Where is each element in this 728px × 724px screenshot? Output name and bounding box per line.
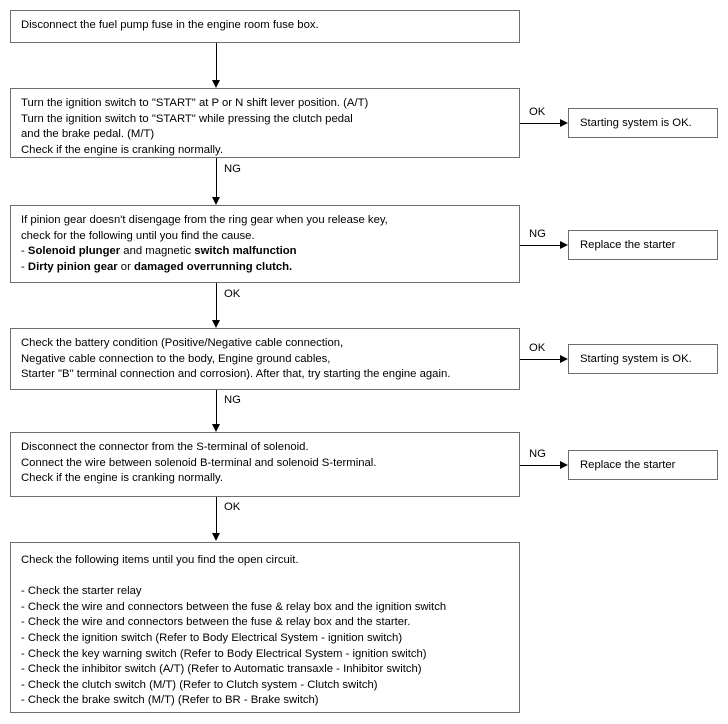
branch-connector-3: [520, 359, 566, 360]
checklist-item: - Check the starter relay: [21, 585, 142, 598]
step-line: Check the battery condition (Positive/Ne…: [21, 337, 344, 349]
flow-label-ng-2: NG: [224, 394, 241, 406]
result-box-replace-starter-1: Replace the starter: [568, 230, 718, 260]
checklist-heading: Check the following items until you find…: [21, 554, 299, 566]
branch-label-ok-2: OK: [529, 342, 546, 354]
step-box-content: Disconnect the fuel pump fuse in the eng…: [11, 11, 519, 41]
branch-connector-4: [520, 465, 566, 466]
step-line: Turn the ignition switch to "START" at P…: [21, 97, 369, 109]
step-box-content: Turn the ignition switch to "START" at P…: [11, 89, 519, 165]
checklist-item: - Check the inhibitor switch (A/T) (Refe…: [21, 663, 422, 676]
step-box-content: Disconnect the connector from the S-term…: [11, 433, 519, 494]
step-box-solenoid-s-terminal: Disconnect the connector from the S-term…: [10, 432, 520, 497]
connector-arrowhead-down: [212, 533, 220, 541]
branch-arrowhead-right: [560, 119, 568, 127]
step-box-pinion-gear: If pinion gear doesn't disengage from th…: [10, 205, 520, 283]
connector-arrowhead-down: [212, 80, 220, 88]
branch-label-ng-1: NG: [529, 228, 546, 240]
step-line: Connect the wire between solenoid B-term…: [21, 456, 377, 469]
step-box-ignition-switch: Turn the ignition switch to "START" at P…: [10, 88, 520, 158]
branch-label-ok-1: OK: [529, 106, 546, 118]
checklist-item: - Check the ignition switch (Refer to Bo…: [21, 631, 403, 644]
flow-label-ng-1: NG: [224, 163, 241, 175]
result-box-starting-ok-2: Starting system is OK.: [568, 344, 718, 374]
connector-step3-to-step4: [216, 283, 217, 321]
checklist-item: - Check the wire and connectors between …: [21, 600, 447, 613]
step-box-content: Check the following items until you find…: [11, 543, 519, 716]
branch-arrowhead-right: [560, 461, 568, 469]
result-box-starting-ok-1: Starting system is OK.: [568, 108, 718, 138]
result-label: Starting system is OK.: [580, 117, 692, 129]
branch-connector-1: [520, 123, 566, 124]
branch-arrowhead-right: [560, 355, 568, 363]
branch-connector-2: [520, 245, 566, 246]
step-line: Disconnect the fuel pump fuse in the eng…: [21, 19, 319, 31]
flow-label-ok-2: OK: [224, 501, 241, 513]
step-box-battery-condition: Check the battery condition (Positive/Ne…: [10, 328, 520, 390]
flow-label-ok-1: OK: [224, 288, 241, 300]
step-line: Check if the engine is cranking normally…: [21, 143, 223, 156]
connector-step2-to-step3: [216, 158, 217, 198]
branch-arrowhead-right: [560, 241, 568, 249]
step-box-content: If pinion gear doesn't disengage from th…: [11, 206, 519, 282]
step-box-open-circuit-checklist: Check the following items until you find…: [10, 542, 520, 713]
step-line: check for the following until you find t…: [21, 229, 255, 242]
result-box-replace-starter-2: Replace the starter: [568, 450, 718, 480]
connector-arrowhead-down: [212, 197, 220, 205]
step-line: Starter "B" terminal connection and corr…: [21, 368, 451, 381]
step-line: If pinion gear doesn't disengage from th…: [21, 214, 388, 226]
checklist-spacer: [21, 569, 510, 585]
result-label: Replace the starter: [580, 459, 676, 471]
connector-arrowhead-down: [212, 320, 220, 328]
connector-step5-to-step6: [216, 497, 217, 534]
step-line: - Solenoid plunger and magnetic switch m…: [21, 245, 297, 258]
connector-step1-to-step2: [216, 43, 217, 80]
step-box-fuel-pump-fuse: Disconnect the fuel pump fuse in the eng…: [10, 10, 520, 43]
step-box-content: Check the battery condition (Positive/Ne…: [11, 329, 519, 390]
checklist-item: - Check the wire and connectors between …: [21, 616, 411, 629]
step-line: and the brake pedal. (M/T): [21, 128, 155, 141]
connector-step4-to-step5: [216, 390, 217, 425]
checklist-item: - Check the clutch switch (M/T) (Refer t…: [21, 678, 378, 691]
checklist-item: - Check the brake switch (M/T) (Refer to…: [21, 694, 319, 707]
step-line: Disconnect the connector from the S-term…: [21, 441, 309, 453]
step-line: Check if the engine is cranking normally…: [21, 472, 223, 485]
result-label: Starting system is OK.: [580, 353, 692, 365]
step-line: Turn the ignition switch to "START" whil…: [21, 112, 353, 125]
step-line: - Dirty pinion gear or damaged overrunni…: [21, 260, 293, 273]
branch-label-ng-2: NG: [529, 448, 546, 460]
result-label: Replace the starter: [580, 239, 676, 251]
checklist-item: - Check the key warning switch (Refer to…: [21, 647, 427, 660]
connector-arrowhead-down: [212, 424, 220, 432]
step-line: Negative cable connection to the body, E…: [21, 352, 331, 365]
